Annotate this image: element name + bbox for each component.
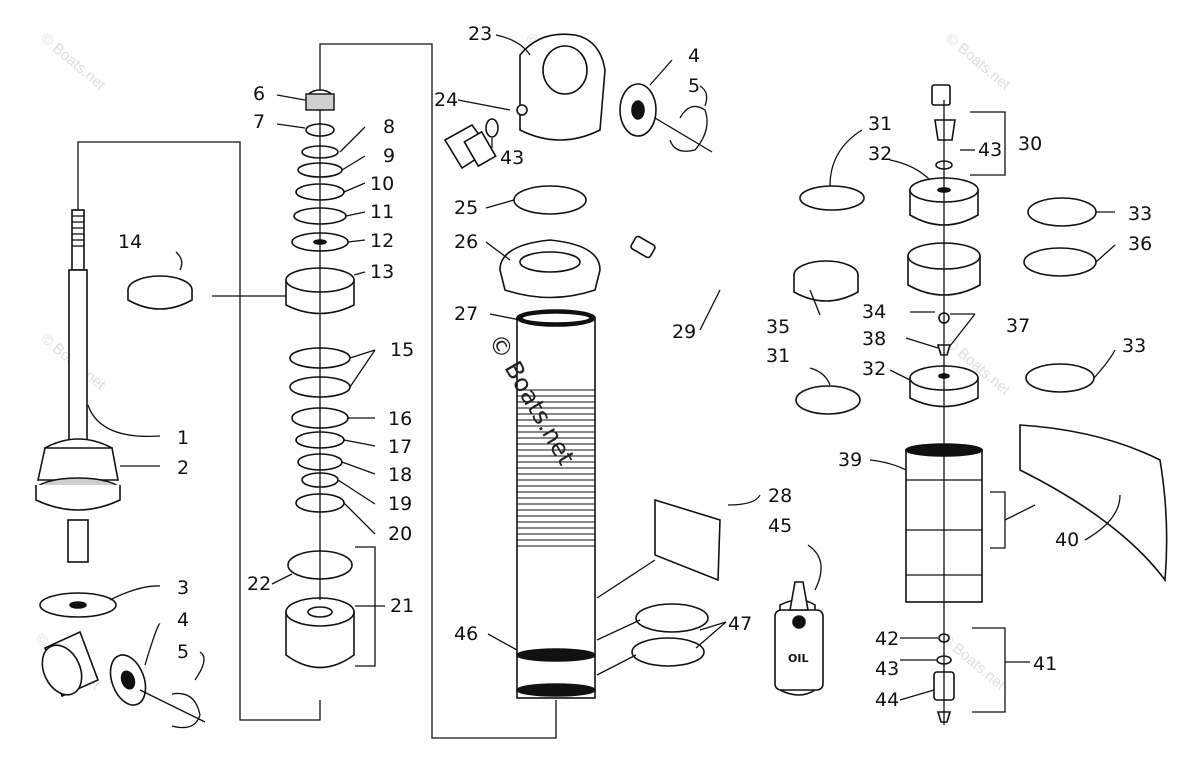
watermark-top-right: © Boats.net <box>942 30 1014 94</box>
callout-16: 16 <box>388 408 412 430</box>
callout-4-right: 4 <box>688 45 700 67</box>
o-ring-43-top <box>485 118 499 138</box>
watermark-top-left: © Boats.net <box>37 30 109 94</box>
o-ring-36 <box>1023 247 1097 277</box>
callout-10: 10 <box>370 173 394 195</box>
callout-30: 30 <box>1018 133 1042 155</box>
callout-28: 28 <box>768 485 792 507</box>
callout-33-bottom: 33 <box>1122 335 1146 357</box>
shaft-stub <box>67 519 89 563</box>
callout-3: 3 <box>177 577 189 599</box>
callout-2: 2 <box>177 457 189 479</box>
callout-38: 38 <box>862 328 886 350</box>
retaining-ring-47b <box>631 637 705 667</box>
callout-5-right: 5 <box>688 75 700 97</box>
callout-6: 6 <box>253 83 265 105</box>
callout-47: 47 <box>728 613 752 635</box>
callout-1: 1 <box>177 427 189 449</box>
callout-9: 9 <box>383 145 395 167</box>
callout-21: 21 <box>390 595 414 617</box>
callout-15: 15 <box>390 339 414 361</box>
callout-12: 12 <box>370 230 394 252</box>
callout-32-top: 32 <box>868 143 892 165</box>
o-ring-46 <box>516 648 596 662</box>
callout-29: 29 <box>672 321 696 343</box>
callout-18: 18 <box>388 464 412 486</box>
callout-numbers: 1 2 3 4 5 6 7 8 9 10 11 12 13 14 15 16 1… <box>118 23 1152 711</box>
callout-26: 26 <box>454 231 478 253</box>
o-ring-33a <box>1027 197 1097 227</box>
callout-42: 42 <box>875 628 899 650</box>
label-40 <box>1019 424 1168 583</box>
callout-43-top: 43 <box>500 147 524 169</box>
callout-33-top: 33 <box>1128 203 1152 225</box>
reservoir-assembly <box>630 48 1168 725</box>
o-ring-25 <box>513 185 587 215</box>
callout-35: 35 <box>766 316 790 338</box>
callout-5-left: 5 <box>177 641 189 663</box>
callout-20: 20 <box>388 523 412 545</box>
callout-46: 46 <box>454 623 478 645</box>
callout-45: 45 <box>768 515 792 537</box>
callout-25: 25 <box>454 197 478 219</box>
o-ring-33b <box>1025 363 1095 393</box>
callout-39: 39 <box>838 449 862 471</box>
callout-43-mid: 43 <box>978 139 1002 161</box>
callout-22: 22 <box>247 573 271 595</box>
callout-23: 23 <box>468 23 492 45</box>
callout-24: 24 <box>434 89 458 111</box>
callout-36: 36 <box>1128 233 1152 255</box>
retaining-ring-47a <box>635 603 709 633</box>
callout-41: 41 <box>1033 653 1057 675</box>
oil-label: OIL <box>788 652 808 665</box>
snap-ring-lower <box>171 692 201 729</box>
snap-ring-31a <box>799 185 865 211</box>
callout-13: 13 <box>370 261 394 283</box>
callout-19: 19 <box>388 493 412 515</box>
callout-7: 7 <box>253 111 265 133</box>
callout-11: 11 <box>370 201 394 223</box>
thread-lines <box>72 215 84 247</box>
callout-31-bottom: 31 <box>766 345 790 367</box>
seal-head-21 <box>285 611 355 669</box>
callout-37: 37 <box>1006 315 1030 337</box>
callout-14: 14 <box>118 231 142 253</box>
fitting-30 <box>934 119 956 141</box>
shock-body: OIL © Boats.net <box>443 33 824 699</box>
callout-32-bottom: 32 <box>862 358 886 380</box>
body-threads <box>517 389 595 547</box>
callout-4-left: 4 <box>177 609 189 631</box>
snap-ring-upper <box>669 105 708 152</box>
leader-lines <box>87 34 1121 701</box>
callout-27: 27 <box>454 303 478 325</box>
callout-8: 8 <box>383 116 395 138</box>
callout-34: 34 <box>862 301 886 323</box>
shaft-eye-body <box>37 447 119 481</box>
snap-ring-31b <box>795 385 861 415</box>
shaft-assembly <box>35 209 206 729</box>
callout-40: 40 <box>1055 529 1079 551</box>
valve-stack <box>127 89 355 669</box>
shaft-eye-base <box>35 485 121 511</box>
callout-43-bottom: 43 <box>875 658 899 680</box>
callout-44: 44 <box>875 689 899 711</box>
callout-31-top: 31 <box>868 113 892 135</box>
hose-29 <box>648 48 942 280</box>
damper-shaft <box>68 269 88 461</box>
label-28 <box>654 498 721 582</box>
grouping-brackets <box>77 43 1036 739</box>
callout-17: 17 <box>388 436 412 458</box>
